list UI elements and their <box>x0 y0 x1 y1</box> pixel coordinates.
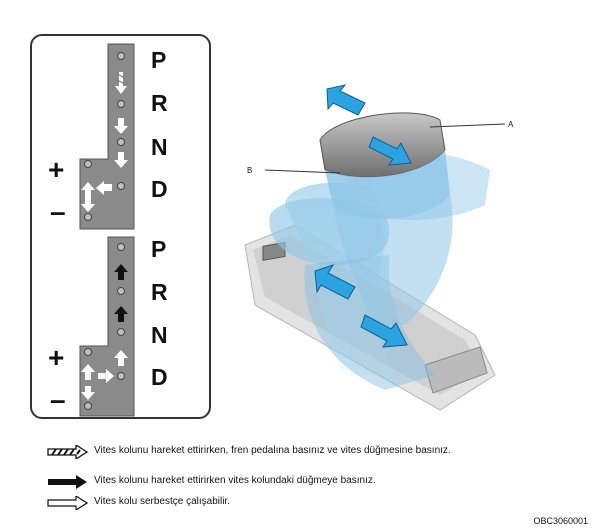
white-arrow-icon <box>47 496 88 510</box>
gear-gate-diagram <box>79 43 135 417</box>
legend-item-black: Vites kolunu hareket ettirirken vites ko… <box>46 475 506 491</box>
gear-label-n-bottom: N <box>151 322 168 348</box>
legend-text-black: Vites kolunu hareket ettirirken vites ko… <box>94 475 376 486</box>
callout-line-b <box>264 169 341 174</box>
gear-label-p-top: P <box>151 47 167 73</box>
gear-label-r-bottom: R <box>151 279 168 305</box>
callout-b: B <box>247 166 253 175</box>
bottom-gate <box>79 236 135 417</box>
callout-line-a <box>429 123 506 128</box>
legend-text-white: Vites kolu serbestçe çalışabilir. <box>94 496 230 507</box>
plus-sign-bottom: + <box>48 342 65 373</box>
gear-lever-illustration <box>244 84 506 411</box>
top-gate <box>79 43 135 230</box>
callout-a: A <box>508 120 514 129</box>
minus-sign-bottom: – <box>50 384 66 415</box>
hatched-arrow-icon <box>47 445 88 459</box>
black-arrow-icon <box>114 264 128 322</box>
legend-item-white: Vites kolu serbestçe çalışabilir. <box>46 496 506 512</box>
legend-text-hatched: Vites kolunu hareket ettirirken, fren pe… <box>94 445 451 456</box>
minus-sign-top: – <box>50 196 66 227</box>
gear-label-n-top: N <box>151 134 168 160</box>
white-arrow-icon <box>81 118 128 212</box>
gear-label-r-top: R <box>151 90 168 116</box>
gear-label-d-top: D <box>151 176 168 202</box>
plus-sign-top: + <box>48 154 65 185</box>
figure-code: OBC3060001 <box>533 516 588 526</box>
legend-item-hatched: Vites kolunu hareket ettirirken, fren pe… <box>46 445 506 469</box>
white-arrow-icon <box>81 350 128 400</box>
gear-label-p-bottom: P <box>151 236 167 262</box>
hatched-arrow-icon <box>115 72 127 94</box>
gear-label-d-bottom: D <box>151 364 168 390</box>
black-arrow-icon <box>48 475 87 489</box>
blue-arrow-icon <box>314 84 412 348</box>
